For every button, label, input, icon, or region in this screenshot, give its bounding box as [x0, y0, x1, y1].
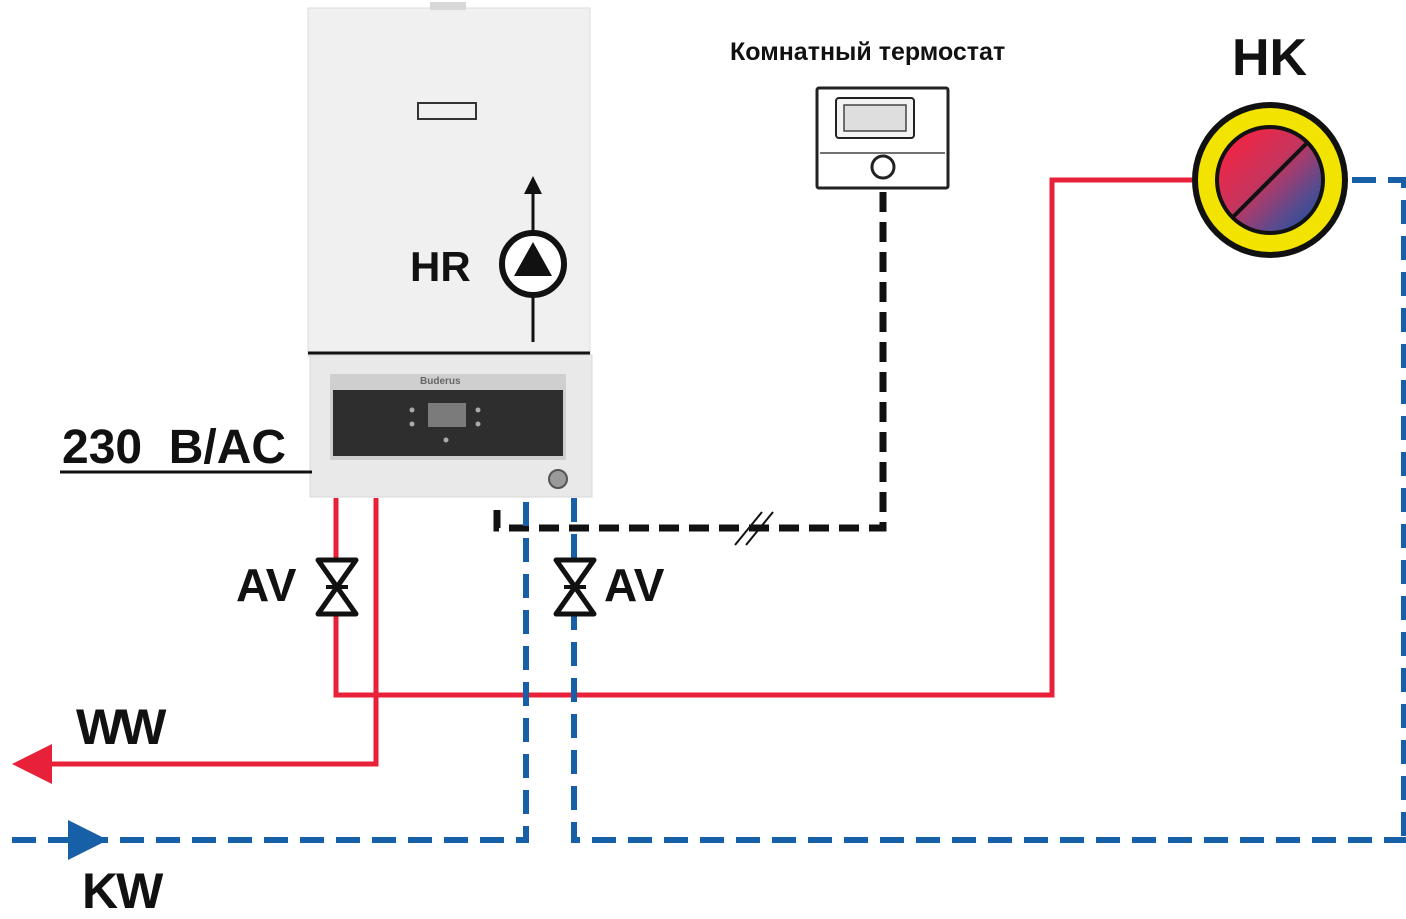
- cold-water-piping: [12, 177, 1406, 843]
- thermostat-knob-icon: [870, 154, 896, 180]
- shutoff-valve-right-icon: [553, 557, 597, 617]
- gas-boiler: [307, 2, 593, 498]
- boiler-knob: [548, 469, 568, 489]
- heating-pump-label: HR: [410, 243, 471, 290]
- heating-circuit-icon: [1192, 102, 1348, 258]
- hot-water-piping: [40, 177, 1192, 767]
- cold-water-label: KW: [82, 863, 163, 919]
- boiler-brand-label: Buderus: [420, 376, 461, 387]
- shutoff-valve-left-icon: [315, 557, 359, 617]
- boiler-indicator-slot: [417, 102, 477, 120]
- heating-circuit-label: HK: [1232, 29, 1308, 87]
- thermostat-label: Комнатный термостат: [730, 38, 1006, 66]
- power-supply-label: 230 B/AC: [62, 421, 287, 474]
- hot-water-outlet-arrow: [12, 744, 52, 784]
- cold-water-inlet-arrow: [68, 820, 108, 860]
- thermostat-cable: [493, 192, 887, 532]
- shutoff-valve-right-label: AV: [604, 559, 665, 611]
- shutoff-valve-left-label: AV: [236, 559, 297, 611]
- hot-water-label: WW: [76, 699, 166, 755]
- room-thermostat: [815, 86, 950, 190]
